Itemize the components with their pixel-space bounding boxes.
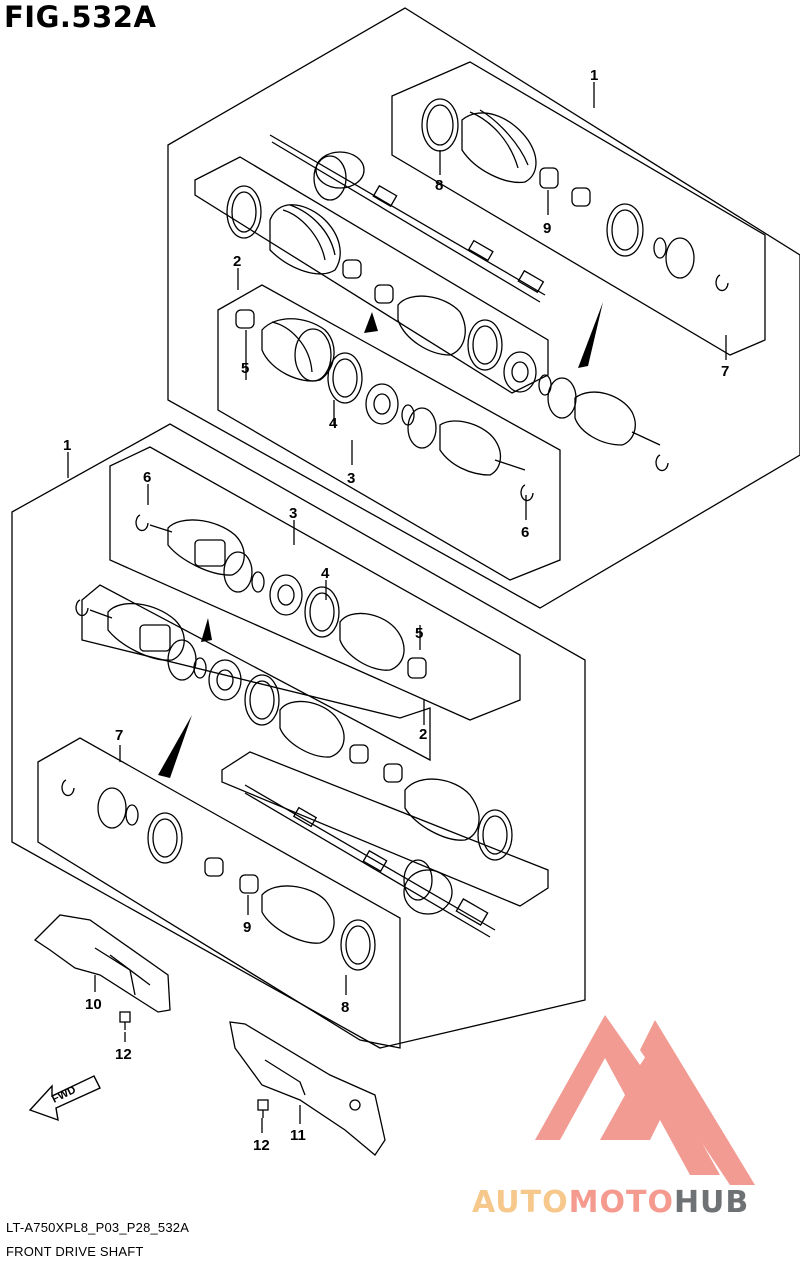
brand-logo-icon xyxy=(535,1015,755,1185)
upper-joint-kit-frame xyxy=(217,284,561,581)
lower-boot-kit-frame xyxy=(81,584,431,762)
callout-lower-band-small: 9 xyxy=(243,919,251,936)
callout-upper-kit: 7 xyxy=(721,363,729,380)
callout-lower-joint-kit: 3 xyxy=(289,505,297,522)
lower-drive-shaft xyxy=(244,763,513,938)
callout-lower-assy: 1 xyxy=(63,437,71,454)
callout-upper-circlip: 6 xyxy=(521,524,529,541)
upper-assembly-frame xyxy=(167,7,800,609)
figure-name: FRONT DRIVE SHAFT xyxy=(6,1244,144,1259)
callout-guard-right: 11 xyxy=(290,1127,306,1144)
callout-labels: 1 8 9 2 5 4 3 6 7 1 6 3 4 5 2 7 9 8 10 1… xyxy=(63,67,729,1154)
callout-upper-boot-kit: 2 xyxy=(233,253,241,270)
upper-arrow-right xyxy=(578,302,603,368)
callout-upper-assy: 1 xyxy=(590,67,598,84)
guard-left xyxy=(33,914,171,1013)
bolt-left xyxy=(119,1011,131,1030)
figure-code: LT-A750XPL8_P03_P28_532A xyxy=(6,1220,190,1235)
lower-kit-parts xyxy=(61,779,376,971)
guard-right xyxy=(229,1021,386,1156)
callout-lower-band: 5 xyxy=(415,625,423,642)
fwd-arrow-icon: FWD xyxy=(28,1075,101,1122)
callout-bolt-left: 12 xyxy=(115,1046,132,1063)
upper-joint-parts xyxy=(235,284,669,502)
figure-title: FIG.532A xyxy=(4,0,157,34)
upper-drive-shaft xyxy=(269,134,546,303)
upper-boot-kit-frame xyxy=(194,156,549,394)
callout-upper-band-large: 8 xyxy=(435,177,443,194)
lower-outer-joint xyxy=(75,599,369,764)
lower-arrow-left xyxy=(201,618,212,642)
callout-upper-band-small: 9 xyxy=(543,220,551,237)
callout-lower-kit: 7 xyxy=(115,727,123,744)
callout-upper-band: 5 xyxy=(241,360,249,377)
callout-bolt-right: 12 xyxy=(253,1137,270,1154)
brand-part-2: MOTO xyxy=(568,1185,674,1220)
lower-kit-frame xyxy=(37,737,401,1049)
callout-lower-boot-kit: 2 xyxy=(419,726,427,743)
lower-shaft-frame xyxy=(221,751,549,907)
brand-part-3: HUB xyxy=(673,1185,750,1220)
lower-joint-parts xyxy=(135,514,427,679)
upper-arrow-left xyxy=(364,312,378,333)
upper-kit-frame xyxy=(391,61,766,356)
callout-lower-band-large: 8 xyxy=(341,999,349,1016)
callout-lower-ring: 4 xyxy=(321,565,330,582)
brand-part-1: AUTO xyxy=(472,1185,569,1220)
upper-inner-boot-kit xyxy=(421,98,729,292)
upper-outer-boot xyxy=(226,185,362,279)
leader-lines xyxy=(67,82,727,1133)
callout-upper-ring: 4 xyxy=(329,415,338,432)
lower-joint-kit-frame xyxy=(109,446,521,721)
callout-lower-circlip: 6 xyxy=(143,469,151,486)
bolt-right xyxy=(257,1099,269,1118)
callout-upper-joint-kit: 3 xyxy=(347,470,355,487)
lower-assembly-frame xyxy=(11,423,586,1049)
callout-guard-left: 10 xyxy=(85,996,102,1013)
brand-watermark: AUTOMOTOHUB xyxy=(472,1185,749,1220)
lower-arrow-right xyxy=(158,715,192,778)
